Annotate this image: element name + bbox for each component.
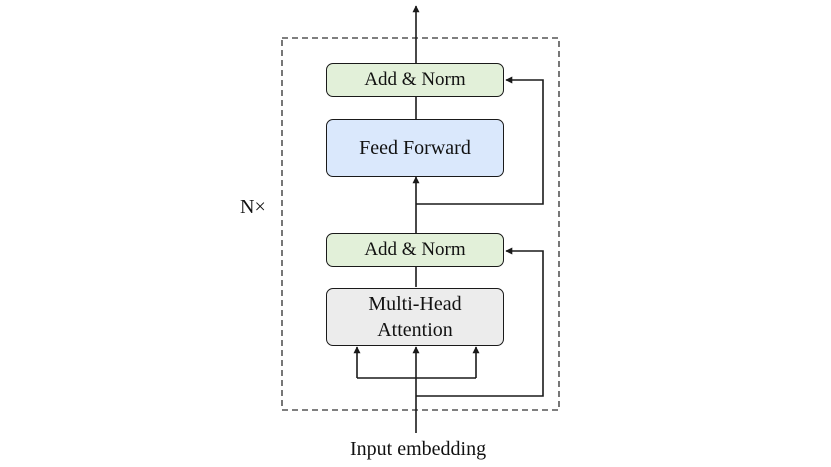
repeat-count-label: N×	[240, 196, 266, 218]
feed-forward-block: Feed Forward	[326, 119, 504, 177]
add-norm-bottom-block: Add & Norm	[326, 233, 504, 267]
mha-label-line2: Attention	[377, 319, 453, 341]
add-norm-bottom-label: Add & Norm	[364, 239, 466, 260]
residual-connection-1	[416, 247, 544, 397]
repeat-container	[281, 37, 560, 411]
feed-forward-label: Feed Forward	[359, 136, 471, 159]
add-norm-top-block: Add & Norm	[326, 63, 504, 97]
add-norm-top-label: Add & Norm	[364, 69, 466, 90]
input-embedding-label: Input embedding	[350, 438, 487, 460]
residual-connection-2	[416, 76, 544, 205]
multi-head-attention-block: Multi-Head Attention	[326, 288, 504, 346]
mha-label-line1: Multi-Head	[368, 293, 462, 315]
